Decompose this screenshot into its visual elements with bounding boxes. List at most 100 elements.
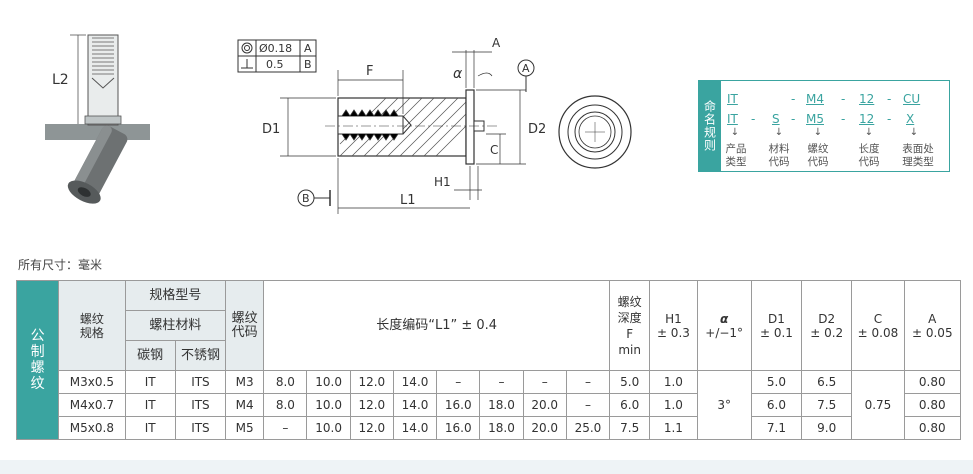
cell-depth: 7.5: [609, 416, 651, 440]
cell-length: 8.0: [263, 393, 308, 417]
tol-row1-value: Ø0.18: [259, 42, 292, 55]
cell-d2: 7.5: [801, 393, 853, 417]
cell-spec: M4x0.7: [58, 393, 126, 417]
tolerance-frame: Ø0.18 A 0.5 B: [237, 39, 317, 73]
cell-carbon: IT: [124, 416, 176, 440]
label-h1: H1: [434, 175, 451, 189]
tol-row2-value: 0.5: [266, 58, 284, 71]
cell-length: 20.0: [522, 393, 567, 417]
cell-length: 12.0: [349, 416, 394, 440]
cell-stainless: ITS: [174, 370, 227, 394]
header-spec-model: 规格型号: [124, 280, 227, 311]
cell-length: 12.0: [349, 370, 394, 394]
naming-row2-sep: -: [791, 112, 796, 126]
header-carbon-steel: 碳钢: [124, 340, 176, 371]
cell-stainless: ITS: [174, 416, 227, 440]
naming-row2-sep: -: [841, 112, 846, 126]
naming-label: 螺纹 代码: [807, 143, 829, 168]
label-d2: D2: [528, 122, 546, 137]
header-h1-tol: ± 0.3: [656, 325, 690, 340]
cell-d1: 7.1: [750, 416, 803, 440]
cell-length: 12.0: [349, 393, 394, 417]
naming-row1-part: CU: [903, 92, 921, 106]
header-thread-spec: 螺纹规格: [58, 280, 126, 371]
naming-row2-part: X: [906, 112, 915, 126]
header-d1: D1± 0.1: [750, 280, 803, 371]
arrow-down-icon: ↓: [909, 127, 919, 138]
label-l2: L2: [52, 72, 69, 88]
header-thread-code: 螺纹代码: [225, 280, 265, 371]
arrow-down-icon: ↓: [730, 127, 740, 138]
cell-length: 14.0: [392, 393, 438, 417]
spec-table: 公制螺纹 螺纹规格 规格型号 螺纹代码 长度编码“L1” ± 0.4 螺纹深度 …: [15, 280, 962, 440]
naming-rules-title: 命名规则: [699, 81, 721, 171]
cell-length: 14.0: [392, 416, 438, 440]
cell-length: –: [436, 370, 481, 394]
cell-length: –: [565, 370, 611, 394]
cell-depth: 6.0: [609, 393, 651, 417]
table-row: M4x0.7 IT ITS M4 8.0 10.0 12.0 14.0 16.0…: [17, 393, 962, 417]
cell-depth: 5.0: [609, 370, 651, 394]
naming-row2-part: M5: [806, 112, 824, 126]
cell-alpha: 3°: [696, 370, 752, 440]
header-alpha-tol: +/−1°: [705, 325, 744, 340]
header-h1: H1± 0.3: [649, 280, 698, 371]
cell-stainless: ITS: [174, 393, 227, 417]
naming-rules-panel: 命名规则 IT - M4 - 12 - CU IT - S - M5 - 12 …: [698, 80, 950, 172]
cell-length: 10.0: [306, 393, 351, 417]
header-alpha: α+/−1°: [696, 280, 752, 371]
arrow-down-icon: ↓: [813, 127, 823, 138]
naming-label: 表面处 理类型: [902, 143, 934, 168]
stud-cross-section-drawing: Ø0.18 A 0.5 B F D1 D2 C A α: [237, 36, 546, 214]
header-c-tol: ± 0.08: [857, 325, 899, 340]
cell-c: 0.75: [851, 370, 905, 440]
cell-a: 0.80: [903, 416, 962, 440]
cell-spec: M5x0.8: [58, 416, 126, 440]
cell-length: –: [522, 370, 567, 394]
cell-length: –: [479, 370, 524, 394]
naming-row2-part: 12: [859, 112, 875, 126]
naming-row2-part: S: [772, 112, 780, 126]
header-d1-tol: ± 0.1: [759, 325, 793, 340]
unit-note: 所有尺寸：毫米: [18, 258, 103, 272]
naming-row2-part: IT: [727, 112, 738, 126]
cell-length: 14.0: [392, 370, 438, 394]
datum-b: B: [302, 192, 310, 205]
table-row: M3x0.5 IT ITS M3 8.0 10.0 12.0 14.0 – – …: [17, 370, 962, 440]
cell-d2: 6.5: [801, 370, 853, 394]
header-stud-material: 螺柱材料: [124, 310, 227, 341]
naming-row2-sep: -: [887, 112, 892, 126]
label-a: A: [492, 36, 501, 50]
cell-d2: 9.0: [801, 416, 853, 440]
cell-length: –: [263, 416, 308, 440]
naming-label: 长度 代码: [858, 143, 880, 168]
cell-length: 20.0: [522, 416, 567, 440]
naming-label: 材料 代码: [768, 143, 790, 168]
cell-a: 0.80: [903, 393, 962, 417]
arrow-down-icon: ↓: [774, 127, 784, 138]
metric-thread-label: 公制螺纹: [15, 280, 60, 440]
naming-row2-sep: -: [751, 112, 756, 126]
cell-length: 16.0: [436, 416, 481, 440]
naming-row1-sep: -: [841, 92, 846, 106]
cell-length: 10.0: [306, 370, 351, 394]
header-thread-depth: 螺纹深度 F min: [609, 280, 651, 371]
cell-h1: 1.0: [649, 370, 698, 394]
header-stainless-steel: 不锈钢: [174, 340, 227, 371]
cell-d1: 5.0: [750, 370, 803, 394]
cell-length: 8.0: [263, 370, 308, 394]
naming-row1-sep: -: [887, 92, 892, 106]
stud-end-view: [558, 95, 632, 169]
label-f: F: [366, 64, 373, 79]
cell-h1: 1.0: [649, 393, 698, 417]
header-c: C± 0.08: [851, 280, 905, 371]
label-l1: L1: [400, 193, 416, 208]
header-d2-tol: ± 0.2: [810, 325, 844, 340]
label-alpha: α: [453, 66, 463, 82]
cell-length: 16.0: [436, 393, 481, 417]
table-row: M5x0.8 IT ITS M5 – 10.0 12.0 14.0 16.0 1…: [17, 416, 962, 440]
tol-row1-ref: A: [304, 42, 312, 55]
cell-a: 0.80: [903, 370, 962, 394]
label-d1: D1: [262, 122, 280, 137]
cell-length: 18.0: [479, 393, 524, 417]
